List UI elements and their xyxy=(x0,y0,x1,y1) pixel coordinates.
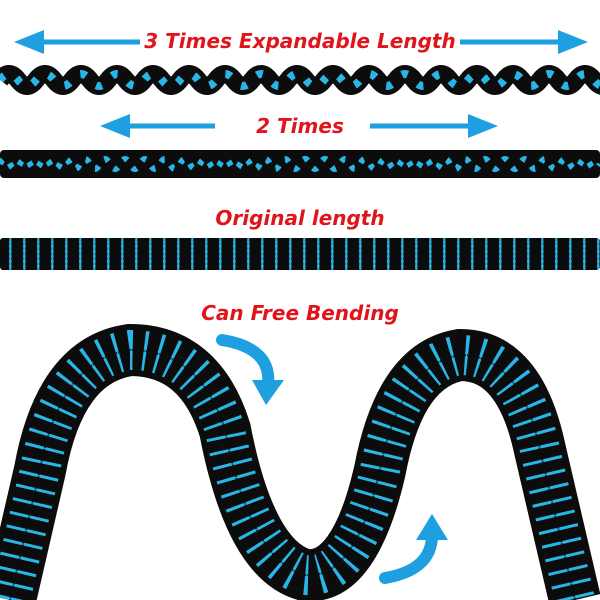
curved-arrow-icon xyxy=(379,514,448,584)
three-times-label: 3 Times Expandable Length xyxy=(144,29,456,53)
hose-2x-expanded xyxy=(0,150,600,178)
hose-original-length xyxy=(0,238,600,270)
hose-bending xyxy=(0,323,600,600)
hose-3x-expanded xyxy=(0,65,600,95)
two-times-label: 2 Times xyxy=(256,114,344,138)
double-headed-arrow-icon xyxy=(14,30,588,54)
double-headed-arrow-icon xyxy=(100,114,498,138)
curved-arrow-icon xyxy=(216,334,284,405)
free-bending-label: Can Free Bending xyxy=(201,301,399,325)
original-length-label: Original length xyxy=(215,206,385,230)
